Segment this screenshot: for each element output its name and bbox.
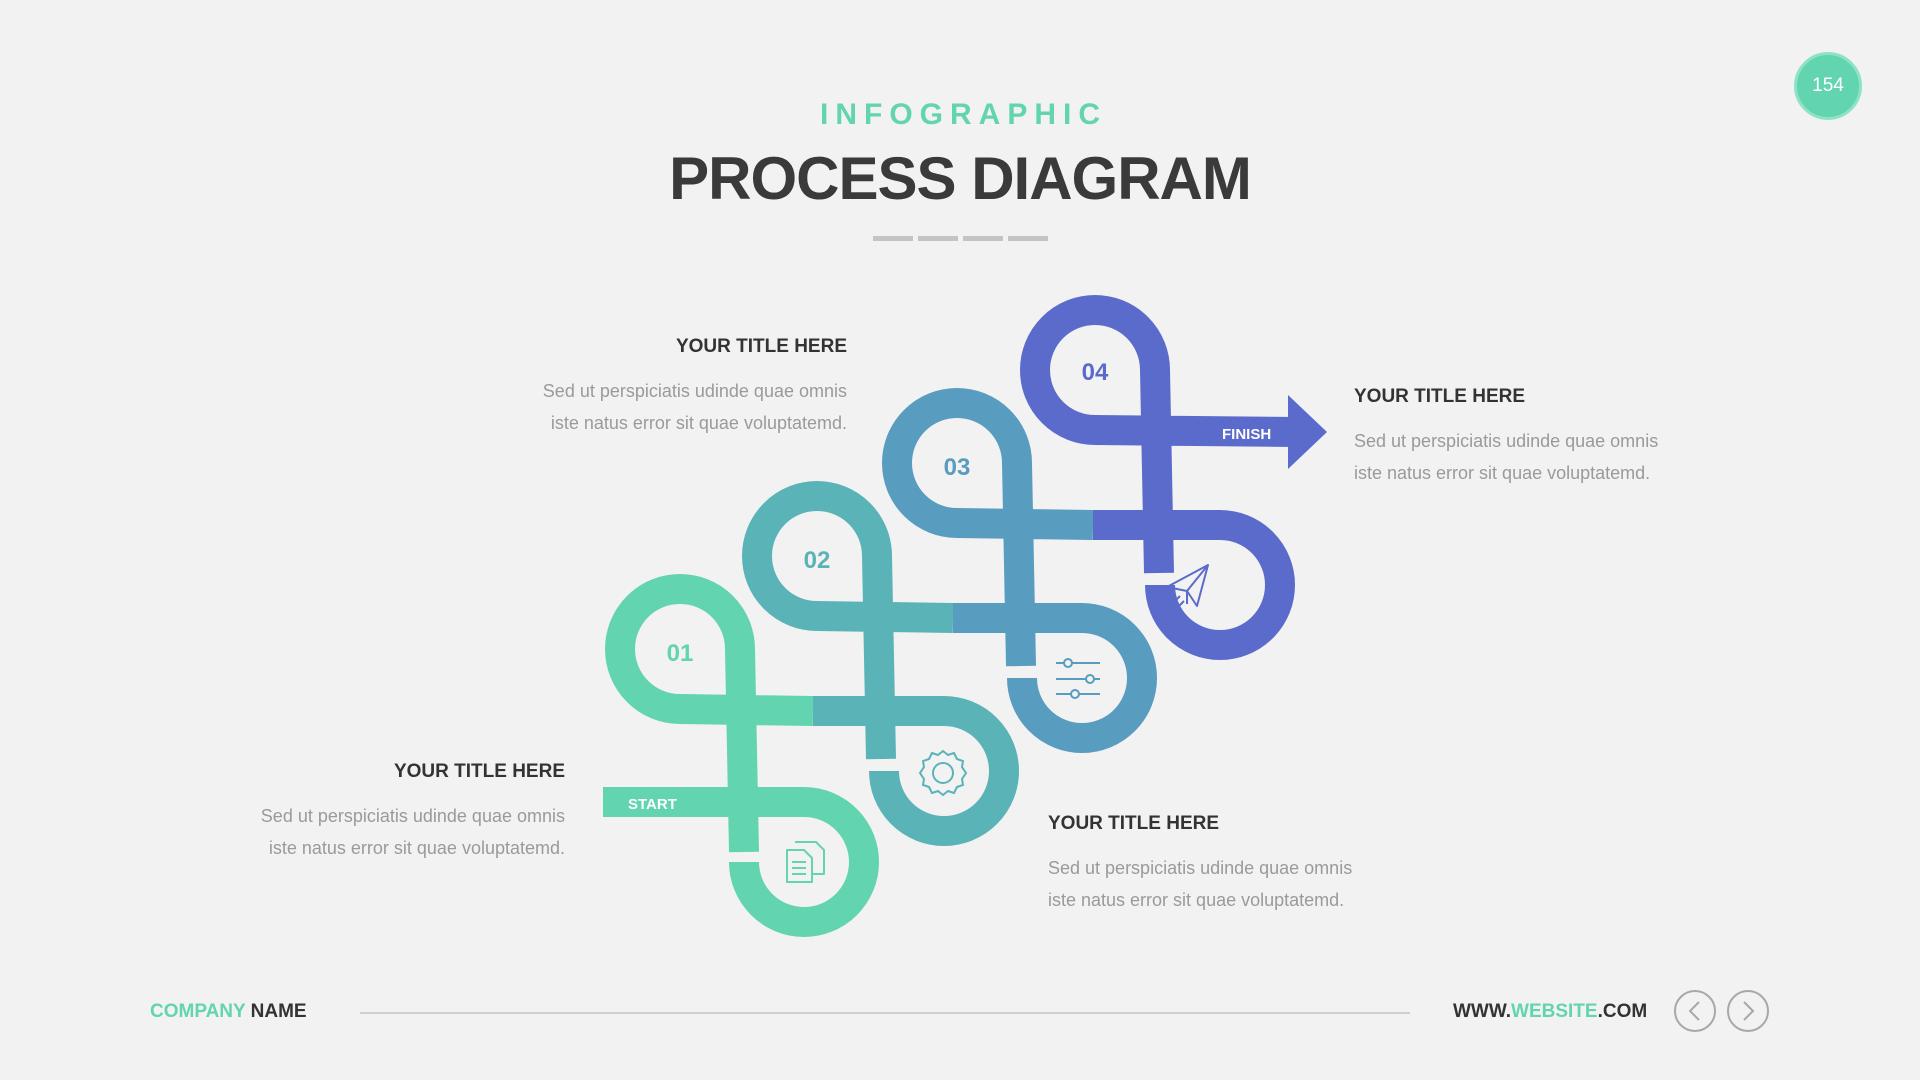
website-link[interactable]: WWW.WEBSITE.COM [1453, 1001, 1647, 1023]
footer-divider [360, 1012, 1410, 1014]
text-block-top-left: YOUR TITLE HERE Sed ut perspiciatis udin… [427, 336, 847, 439]
step-02-loop [742, 481, 954, 760]
step-04-number: 04 [1082, 359, 1109, 386]
next-slide-button[interactable] [1727, 990, 1769, 1032]
step-01-loop [605, 574, 814, 853]
text-block-bottom-right: YOUR TITLE HERE Sed ut perspiciatis udin… [1048, 813, 1468, 916]
block-title: YOUR TITLE HERE [393, 761, 565, 782]
step-04-loop [1020, 295, 1297, 574]
company-name-rest: NAME [245, 1001, 307, 1022]
document-icon [786, 841, 825, 883]
divider-dash [1008, 236, 1048, 241]
start-label: START [628, 796, 677, 813]
page-number-badge: 154 [1794, 52, 1862, 120]
text-block-top-right: YOUR TITLE HERE Sed ut perspiciatis udin… [1354, 386, 1774, 489]
step-03-number: 03 [944, 454, 971, 481]
text-block-bottom-left: YOUR TITLE HERE Sed ut perspiciatis udin… [145, 761, 565, 864]
step-03-loop [882, 388, 1094, 667]
block-description-line: iste natus error sit quae voluptatemd. [1354, 463, 1651, 483]
block-title: YOUR TITLE HERE [675, 336, 847, 357]
paper-plane-icon [1166, 564, 1209, 608]
step-02-number: 02 [804, 547, 831, 574]
website-prefix: WWW. [1453, 1001, 1512, 1022]
previous-slide-button[interactable] [1674, 990, 1716, 1032]
chevron-left-icon [1688, 1001, 1700, 1021]
block-description-line: Sed ut perspiciatis udinde quae omnis [1048, 858, 1353, 878]
block-title: YOUR TITLE HERE [1354, 386, 1526, 407]
block-description-line: Sed ut perspiciatis udinde quae omnis [260, 806, 565, 826]
gear-icon [918, 749, 968, 797]
divider-dash [963, 236, 1003, 241]
finish-label: FINISH [1222, 426, 1271, 443]
step-04-tail [1093, 510, 1295, 660]
website-accent: WEBSITE [1511, 1001, 1598, 1022]
step-02-tail [813, 696, 1019, 846]
block-description-line: iste natus error sit quae voluptatemd. [1048, 890, 1345, 910]
finish-arrow-icon [1288, 395, 1327, 469]
slide-title: PROCESS DIAGRAM [669, 145, 1252, 212]
step-01-tail [603, 787, 879, 937]
block-description-line: iste natus error sit quae voluptatemd. [268, 838, 565, 858]
step-01-number: 01 [667, 640, 694, 667]
divider-dash [918, 236, 958, 241]
website-suffix: .COM [1597, 1001, 1648, 1022]
title-divider [873, 236, 1048, 241]
block-description-line: iste natus error sit quae voluptatemd. [550, 413, 847, 433]
block-title: YOUR TITLE HERE [1048, 813, 1220, 834]
slide-subtitle: INFOGRAPHIC [820, 98, 1107, 131]
chevron-right-icon [1743, 1001, 1755, 1021]
company-name: COMPANY NAME [150, 1001, 307, 1023]
sliders-icon [1056, 658, 1100, 699]
block-description-line: Sed ut perspiciatis udinde quae omnis [1354, 431, 1659, 451]
block-description-line: Sed ut perspiciatis udinde quae omnis [542, 381, 847, 401]
step-03-tail [953, 603, 1157, 753]
divider-dash [873, 236, 913, 241]
company-name-accent: COMPANY [150, 1001, 246, 1022]
